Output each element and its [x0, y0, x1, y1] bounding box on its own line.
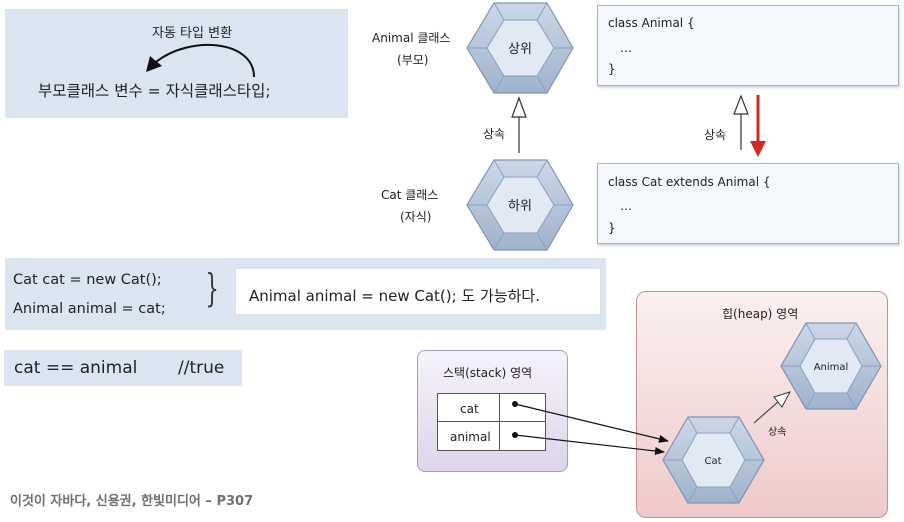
inherit-head-right	[733, 94, 749, 115]
inherit-label-right: 상속	[704, 128, 727, 142]
inherit-label-left: 상속	[483, 127, 506, 141]
equivalent-text: Animal animal = new Cat(); 도 가능하다.	[249, 287, 540, 305]
code-box-cat: class Cat extends Animal { … }	[597, 163, 899, 244]
heap-cat-hexagon	[662, 416, 765, 504]
heap-inherit-label: 상속	[768, 427, 787, 438]
assign-line-1: Cat cat = new Cat();	[13, 272, 162, 288]
heap-title: 힙(heap) 영역	[722, 307, 799, 321]
inherit-head-left	[511, 96, 527, 118]
heap-animal-hexagon	[780, 322, 882, 410]
heap-animal-label: Animal	[814, 362, 849, 373]
heap-inherit-line	[753, 400, 780, 424]
child-hexagon	[466, 159, 574, 251]
heap-inherit-head	[773, 391, 792, 408]
auto-cast-expression: 부모클래스 변수 = 자식클래스타입;	[38, 82, 271, 100]
child-class-role: (자식)	[400, 210, 432, 224]
stack-table: cat animal	[437, 393, 546, 451]
stack-table-row-divider	[438, 421, 545, 422]
code-box-animal: class Animal { … }	[597, 5, 899, 86]
heap-cat-label: Cat	[704, 456, 721, 467]
assign-line-2: Animal animal = cat;	[13, 301, 166, 317]
source-citation: 이것이 자바다, 신용권, 한빛미디어 – P307	[10, 494, 254, 509]
compare-comment: //true	[178, 358, 225, 378]
stack-var-animal: animal	[450, 430, 491, 444]
auto-cast-panel	[5, 9, 348, 118]
auto-cast-arrowhead	[146, 56, 162, 72]
ref-arrow-animal	[514, 434, 665, 455]
stack-table-col-divider	[499, 394, 500, 450]
compare-panel	[4, 350, 242, 386]
code-cat-line-2: …	[620, 199, 632, 213]
red-down-arrowhead	[750, 141, 766, 157]
auto-cast-caption: 자동 타입 변환	[152, 26, 233, 41]
parent-hexagon	[466, 2, 574, 94]
equivalent-box	[236, 269, 600, 314]
code-animal-line-1: class Animal {	[608, 16, 695, 30]
stack-var-cat: cat	[460, 402, 479, 416]
stack-title: 스택(stack) 영역	[443, 366, 533, 380]
ref-arrow-cat	[514, 403, 669, 443]
parent-class-role: (부모)	[397, 53, 429, 67]
code-animal-line-3: }	[608, 62, 616, 76]
assign-brace: }	[205, 266, 219, 310]
code-animal-line-2: …	[620, 41, 632, 55]
parent-class-name: Animal 클래스	[372, 31, 451, 45]
parent-hex-label: 상위	[508, 42, 532, 57]
compare-expression: cat == animal	[14, 358, 138, 378]
auto-cast-arrow	[155, 44, 255, 78]
child-class-name: Cat 클래스	[381, 188, 439, 202]
code-cat-line-1: class Cat extends Animal {	[608, 175, 771, 189]
child-hex-label: 하위	[508, 199, 532, 214]
code-cat-line-3: }	[608, 221, 616, 235]
